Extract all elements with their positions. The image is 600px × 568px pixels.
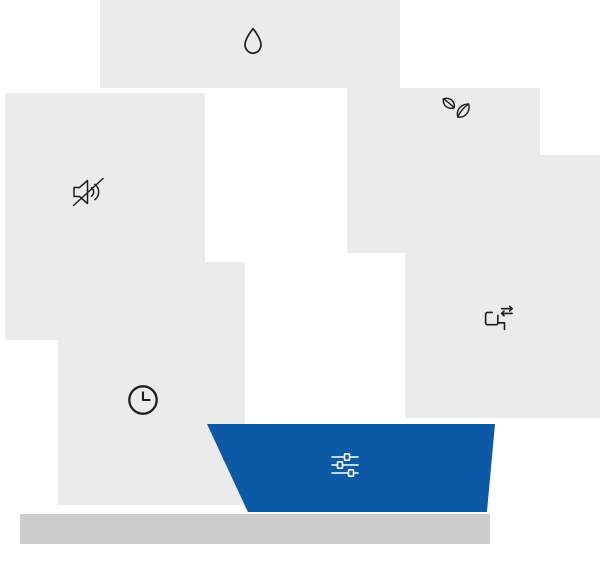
- tile-water[interactable]: [100, 0, 400, 88]
- base-bar: [20, 514, 490, 544]
- tile-source-swap[interactable]: [405, 155, 600, 418]
- water-drop-icon: [240, 26, 266, 58]
- plug-swap-icon: [477, 303, 515, 337]
- sliders-icon: [330, 453, 360, 477]
- speaker-muted-icon: [68, 175, 108, 209]
- tile-time[interactable]: [58, 262, 245, 505]
- accent-panel-settings[interactable]: [207, 424, 495, 512]
- leaves-icon: [438, 96, 474, 126]
- clock-icon: [126, 383, 160, 417]
